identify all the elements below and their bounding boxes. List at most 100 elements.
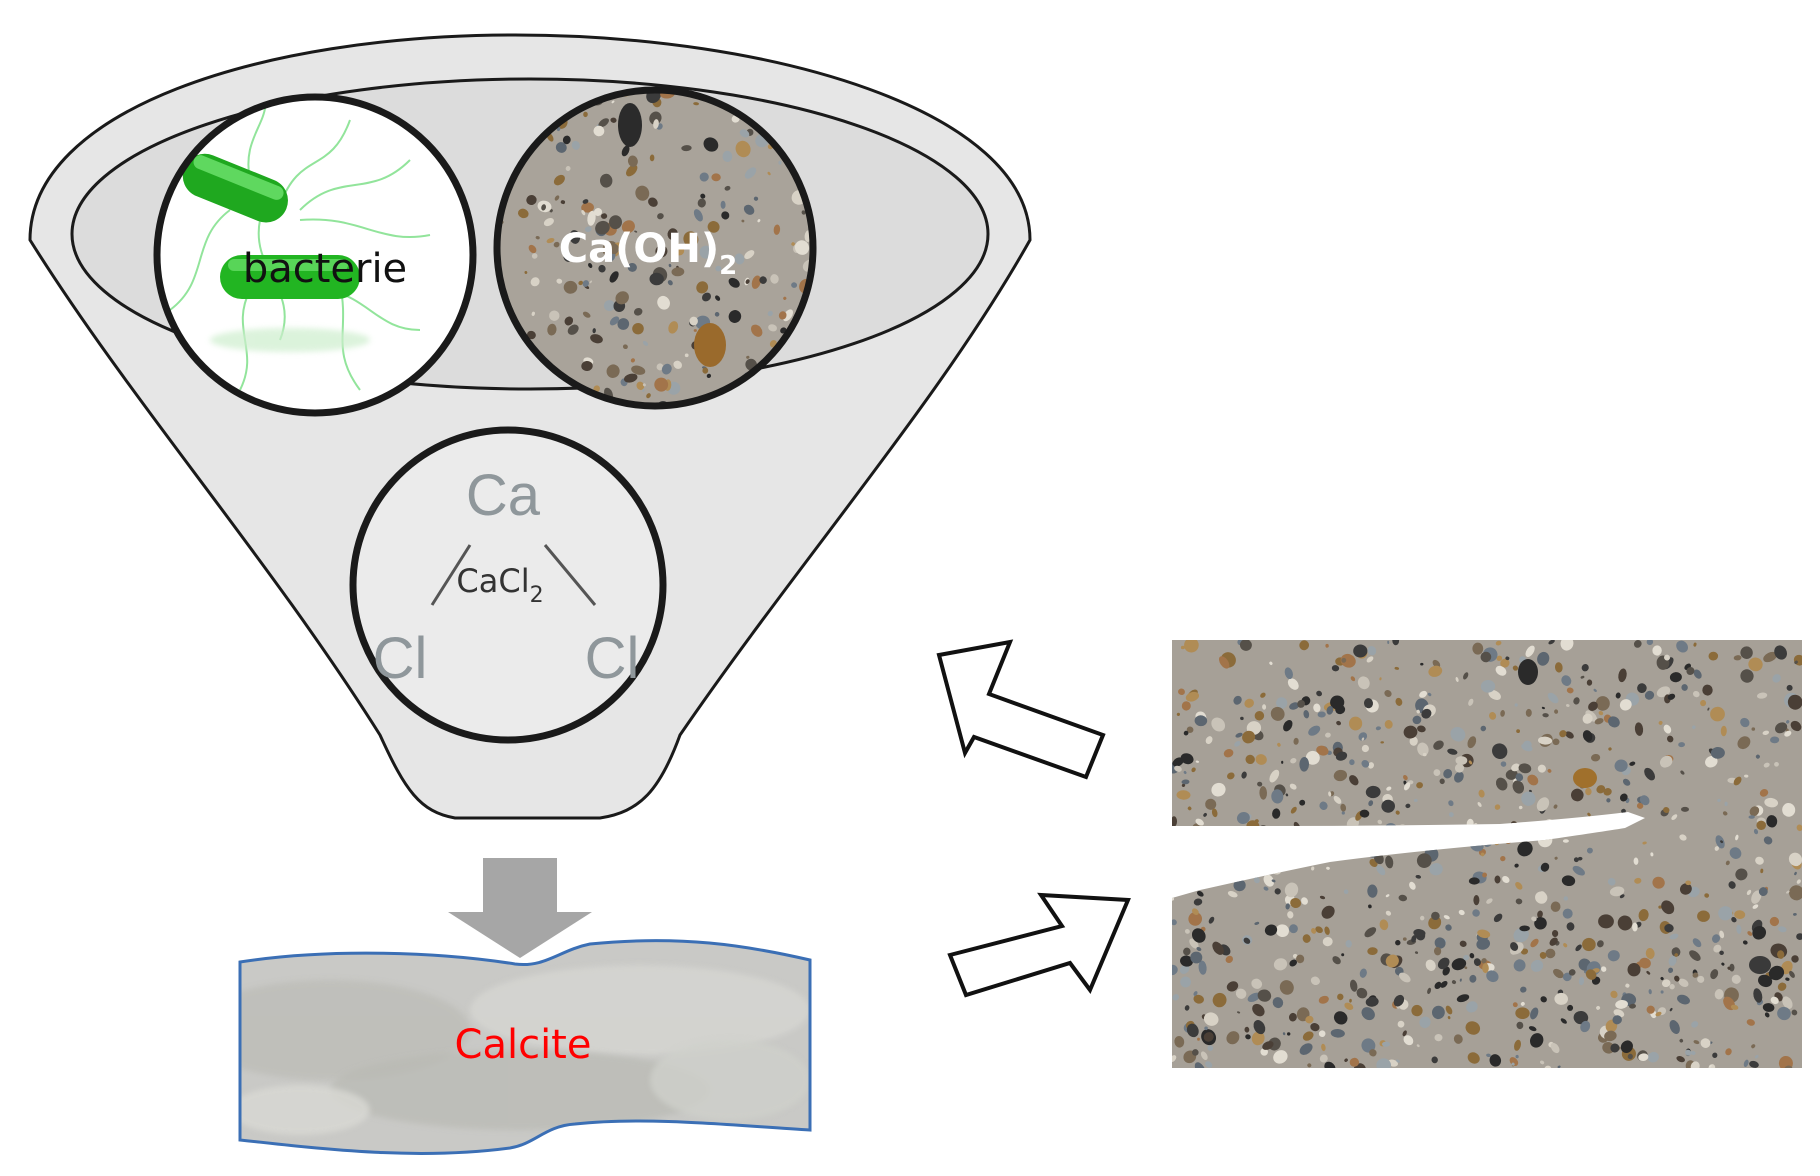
aggregate-speck	[1191, 928, 1206, 943]
aggregate-speck	[621, 220, 635, 234]
aggregate-speck	[543, 218, 554, 227]
aggregate-speck	[1290, 757, 1297, 764]
aggregate-speck	[1415, 874, 1422, 879]
aggregate-speck	[715, 265, 722, 272]
aggregate-speck	[1593, 688, 1597, 692]
aggregate-speck	[1172, 853, 1176, 857]
aggregate-speck	[1667, 693, 1676, 700]
aggregate-speck	[1292, 839, 1302, 849]
aggregate-speck	[1625, 983, 1630, 988]
aggregate-speck	[1344, 1002, 1354, 1010]
aggregate-speck	[1786, 684, 1793, 691]
aggregate-speck	[1598, 710, 1604, 716]
aggregate-speck	[728, 277, 740, 288]
aggregate-speck	[743, 204, 755, 215]
aggregate-speck	[1721, 962, 1725, 966]
aggregate-speck	[530, 277, 540, 287]
aggregate-speck	[1368, 762, 1374, 769]
aggregate-speck	[1514, 863, 1519, 868]
aggregate-speck	[1547, 768, 1552, 773]
aggregate-speck	[1772, 674, 1781, 683]
aggregate-speck	[1341, 953, 1345, 957]
aggregate-speck	[1257, 989, 1272, 1002]
aggregate-speck	[1763, 836, 1773, 845]
bond-right	[543, 544, 597, 606]
aggregate-speck	[1322, 936, 1333, 947]
aggregate-speck	[1413, 929, 1426, 937]
aggregate-speck	[1396, 824, 1407, 839]
aggregate-speck	[1284, 882, 1299, 898]
aggregate-speck	[673, 360, 683, 369]
aggregate-speck	[1518, 805, 1523, 810]
aggregate-speck	[1515, 881, 1523, 890]
aggregate-speck	[1385, 855, 1394, 869]
aggregate-speck	[668, 321, 679, 334]
aggregate-speck	[1718, 906, 1733, 921]
aggregate-speck	[1678, 742, 1685, 748]
aggregate-speck	[1664, 654, 1670, 661]
aggregate-speck	[593, 125, 605, 137]
aggregate-speck	[1184, 640, 1199, 653]
aggregate-speck	[1434, 1033, 1443, 1042]
aggregate-speck	[1228, 873, 1234, 879]
aggregate-speck	[556, 278, 563, 284]
aggregate-speck	[1553, 804, 1558, 809]
aggregate-speck	[1700, 700, 1707, 707]
aggregate-speck	[1481, 958, 1487, 964]
aggregate-speck	[1178, 688, 1185, 696]
aggregate-speck	[1174, 868, 1180, 873]
aggregate-speck	[1411, 1004, 1423, 1017]
aggregate-speck	[553, 241, 560, 248]
aggregate-speck	[633, 307, 643, 316]
aggregate-speck	[1560, 640, 1574, 651]
aggregate-speck	[1514, 703, 1518, 707]
aggregate-speck	[746, 355, 750, 359]
aggregate-speck	[1609, 886, 1625, 897]
aggregate-speck	[1290, 806, 1297, 814]
aggregate-speck	[1764, 797, 1779, 808]
aggregate-speck	[1458, 909, 1465, 916]
aggregate-speck	[615, 291, 629, 305]
aggregate-speck	[1679, 834, 1687, 841]
aggregate-speck	[1515, 1007, 1530, 1020]
aggregate-speck	[1375, 841, 1384, 849]
aggregate-speck	[744, 250, 755, 260]
aggregate-speck	[1714, 989, 1724, 1000]
aggregate-speck	[671, 267, 685, 277]
aggregate-speck	[1667, 735, 1674, 743]
aggregate-speck	[1361, 744, 1370, 753]
aggregate-speck	[1468, 698, 1474, 706]
aggregate-speck	[1326, 866, 1330, 870]
aggregate-speck	[598, 118, 609, 128]
aggregate-speck	[1527, 774, 1539, 786]
aggregate-speck	[1476, 938, 1491, 950]
aggregate-speck	[1349, 1057, 1360, 1067]
aggregate-speck	[1722, 811, 1728, 816]
aggregate-stone	[1749, 956, 1771, 974]
aggregate-speck	[603, 300, 615, 312]
aggregate-speck	[1544, 1065, 1552, 1068]
aggregate-speck	[1692, 972, 1699, 978]
aggregate-speck	[1794, 871, 1797, 876]
aggregate-speck	[693, 329, 697, 332]
aggregate-speck	[1690, 1061, 1700, 1068]
aggregate-speck	[1601, 966, 1607, 972]
aggregate-speck	[1762, 1003, 1775, 1012]
aggregate-speck	[1409, 881, 1416, 890]
aggregate-speck	[1386, 842, 1392, 848]
aggregate-speck	[584, 226, 592, 233]
aggregate-speck	[1281, 760, 1284, 764]
aggregate-speck	[1615, 999, 1628, 1009]
aggregate-speck	[524, 271, 528, 274]
aggregate-speck	[610, 117, 617, 123]
aggregate-speck	[653, 119, 659, 129]
aggregate-speck	[1183, 730, 1189, 736]
aggregate-speck	[1408, 842, 1418, 852]
aggregate-speck	[1646, 970, 1651, 975]
aggregate-speck	[1596, 1005, 1601, 1010]
aggregate-speck	[801, 210, 806, 215]
aggregate-speck	[1365, 785, 1381, 799]
aggregate-speck	[1301, 897, 1308, 905]
aggregate-speck	[1668, 955, 1677, 966]
aggregate-speck	[671, 242, 685, 256]
